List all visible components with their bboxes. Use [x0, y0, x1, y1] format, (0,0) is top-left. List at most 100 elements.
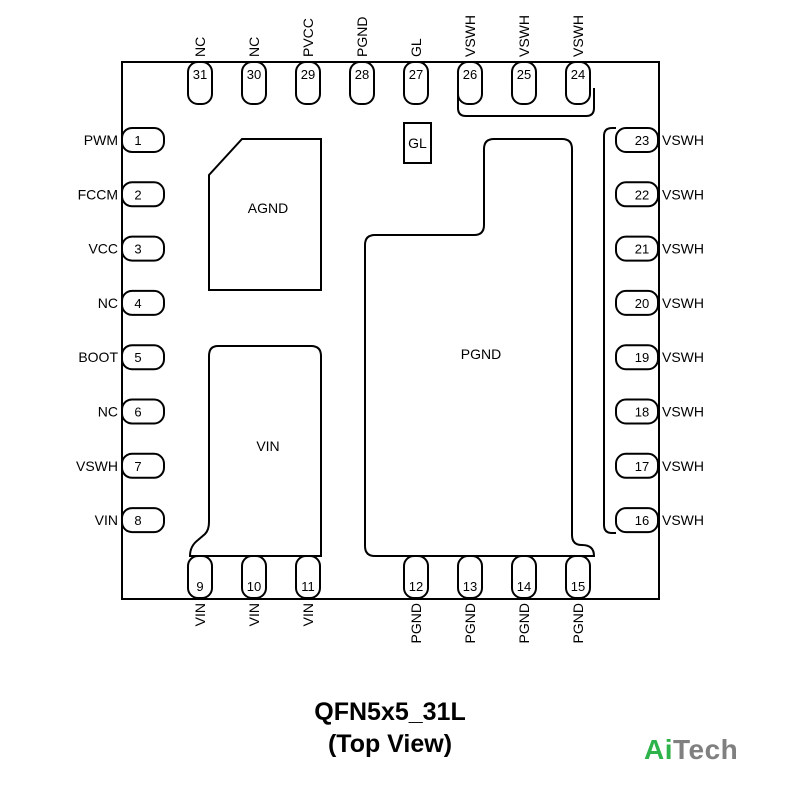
pin-2-pad: [121, 181, 165, 208]
pin-18-label: VSWH: [662, 404, 704, 420]
pin-23-label: VSWH: [662, 132, 704, 148]
pin-6-pad: [121, 398, 165, 425]
pin-13-number: 13: [463, 579, 477, 594]
pin-3-pad: [121, 235, 165, 262]
pin-19-pad: [615, 344, 659, 371]
pin-14-label: PGND: [516, 603, 532, 643]
pin-8-number: 8: [134, 513, 141, 528]
pin-9-pad: [187, 555, 213, 599]
pins-top-group: 31NC30NC29PVCC28PGND27GL26VSWH25VSWH24VS…: [187, 15, 591, 105]
pgnd-pad: [364, 138, 596, 557]
pin-17-label: VSWH: [662, 458, 704, 474]
pin-13-pad: [457, 555, 483, 599]
pin-4-number: 4: [134, 296, 141, 311]
pin-16-number: 16: [635, 513, 649, 528]
pin-24-number: 24: [571, 67, 585, 82]
pin-24-pad: [565, 61, 591, 105]
pin-27-number: 27: [409, 67, 423, 82]
pin-20-label: VSWH: [662, 295, 704, 311]
pin-28-label: PGND: [354, 17, 370, 57]
pin-3-label: VCC: [88, 241, 118, 257]
pin-11-label: VIN: [300, 603, 316, 626]
pin-6-label: NC: [98, 404, 118, 420]
pin-4-label: NC: [98, 295, 118, 311]
pin-7-pad: [121, 452, 165, 479]
agnd-pad-label: AGND: [248, 200, 288, 216]
pin-4-pad: [121, 289, 165, 316]
pin-25-label: VSWH: [516, 15, 532, 57]
pin-10-pad: [241, 555, 267, 599]
brand-logo: AiTech: [644, 734, 738, 766]
pin-9-number: 9: [196, 579, 203, 594]
pin-15-pad: [565, 555, 591, 599]
pin-10-label: VIN: [246, 603, 262, 626]
pin-16-pad: [615, 507, 659, 534]
pin-15-number: 15: [571, 579, 585, 594]
pin-14-pad: [511, 555, 537, 599]
pin-23-pad: [615, 127, 659, 153]
pin-30-label: NC: [246, 37, 262, 57]
pin-31-number: 31: [193, 67, 207, 82]
pin-3-number: 3: [134, 242, 141, 257]
pin-21-label: VSWH: [662, 241, 704, 257]
vin-pad: [188, 345, 322, 557]
pin-11-pad: [295, 555, 321, 599]
pin-26-number: 26: [463, 67, 477, 82]
pin-1-number: 1: [134, 133, 141, 148]
pin-29-label: PVCC: [300, 18, 316, 57]
pin-8-label: VIN: [95, 512, 118, 528]
top-vswh-bar: [457, 88, 595, 117]
pin-22-number: 22: [635, 187, 649, 202]
pin-20-pad: [615, 289, 659, 316]
agnd-pad: [208, 138, 322, 291]
pin-30-number: 30: [247, 67, 261, 82]
pin-22-pad: [615, 181, 659, 208]
brand-logo-part1: Ai: [644, 734, 673, 765]
pin-22-label: VSWH: [662, 186, 704, 202]
package-title: QFN5x5_31L: [314, 698, 466, 726]
pin-25-pad: [511, 61, 537, 105]
pin-12-pad: [403, 555, 429, 599]
pin-31-label: NC: [192, 37, 208, 57]
pin-31-pad: [187, 61, 213, 105]
pin-15-label: PGND: [570, 603, 586, 643]
pin-20-number: 20: [635, 296, 649, 311]
pin-21-number: 21: [635, 242, 649, 257]
pin-1-pad: [121, 127, 165, 153]
pin-18-number: 18: [635, 405, 649, 420]
pin-10-number: 10: [247, 579, 261, 594]
package-subtitle: (Top View): [327, 730, 453, 758]
pin-13-label: PGND: [462, 603, 478, 643]
gl-pad: [403, 122, 432, 164]
gl-pad-label: GL: [408, 135, 427, 151]
pin-27-label: GL: [408, 38, 424, 57]
pin-16-label: VSWH: [662, 512, 704, 528]
vin-pad-label: VIN: [256, 438, 279, 454]
pin-25-number: 25: [517, 67, 531, 82]
pin-21-pad: [615, 235, 659, 262]
pin-14-number: 14: [517, 579, 531, 594]
pin-28-pad: [349, 61, 375, 105]
pin-5-pad: [121, 344, 165, 371]
pin-17-pad: [615, 452, 659, 479]
pin-5-number: 5: [134, 350, 141, 365]
pin-26-label: VSWH: [462, 15, 478, 57]
pin-28-number: 28: [355, 67, 369, 82]
pin-29-number: 29: [301, 67, 315, 82]
right-vswh-bar: [603, 127, 616, 534]
pin-12-number: 12: [409, 579, 423, 594]
pin-7-label: VSWH: [76, 458, 118, 474]
pin-1-label: PWM: [84, 132, 118, 148]
pin-17-number: 17: [635, 459, 649, 474]
pin-5-label: BOOT: [78, 349, 118, 365]
brand-logo-part2: Tech: [673, 734, 739, 765]
pgnd-pad-label: PGND: [461, 346, 501, 362]
pin-30-pad: [241, 61, 267, 105]
pin-8-pad: [121, 507, 165, 534]
pin-29-pad: [295, 61, 321, 105]
pin-11-number: 11: [301, 579, 315, 594]
pin-27-pad: [403, 61, 429, 105]
pin-19-label: VSWH: [662, 349, 704, 365]
pin-6-number: 6: [134, 405, 141, 420]
